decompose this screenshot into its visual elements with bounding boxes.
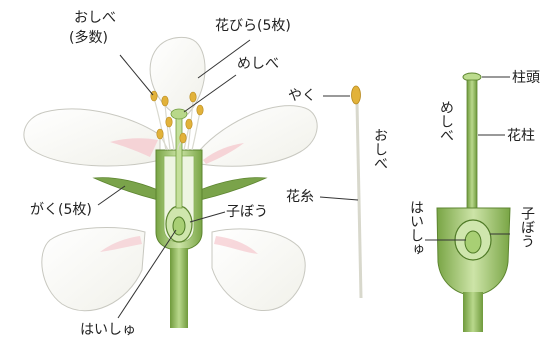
leader-stamens — [120, 55, 153, 95]
label-stamens: おしべ — [74, 10, 116, 26]
leader-sepals — [98, 186, 125, 205]
petal-upper-left — [24, 109, 160, 166]
anther-5 — [166, 117, 172, 127]
label-stamens-count: (多数) — [69, 29, 108, 46]
label-anther: やく — [288, 88, 316, 104]
label-ovule-vertical: はいしゅ — [408, 200, 424, 256]
pistil-detail-stalk — [463, 292, 483, 332]
label-stamen-vertical: おしべ — [372, 128, 388, 170]
anther-1 — [151, 91, 157, 101]
anther-2 — [162, 96, 168, 106]
anther-8 — [157, 129, 163, 139]
stem — [170, 248, 188, 328]
sepal-right — [200, 178, 266, 200]
stamen-detail-anther — [352, 86, 361, 104]
label-ovary-vertical: 子ぼう — [519, 206, 535, 248]
anther-6 — [186, 119, 192, 129]
pistil-detail-ovule — [465, 231, 481, 253]
label-ovary: 子ぼう — [226, 204, 268, 220]
style — [176, 118, 182, 208]
filament-4 — [192, 112, 200, 150]
stamen-detail — [352, 86, 362, 298]
label-stigma: 柱頭 — [512, 70, 540, 86]
anther-4 — [197, 105, 203, 115]
label-petals: 花びら(5枚) — [215, 18, 291, 34]
label-sepals: がく(5枚) — [30, 202, 92, 218]
sepal-left — [94, 178, 158, 200]
stigma — [171, 109, 187, 119]
anther-3 — [190, 92, 196, 102]
label-pistil-vertical: めしべ — [438, 100, 454, 142]
label-ovule: はいしゅ — [80, 322, 136, 338]
leader-filament — [320, 197, 358, 200]
label-pistil: めしべ — [237, 56, 279, 72]
label-style: 花柱 — [507, 128, 535, 144]
label-filament: 花糸 — [286, 189, 314, 205]
anther-7 — [180, 133, 186, 143]
pistil-detail-style — [467, 80, 477, 208]
main-flower — [24, 37, 317, 328]
